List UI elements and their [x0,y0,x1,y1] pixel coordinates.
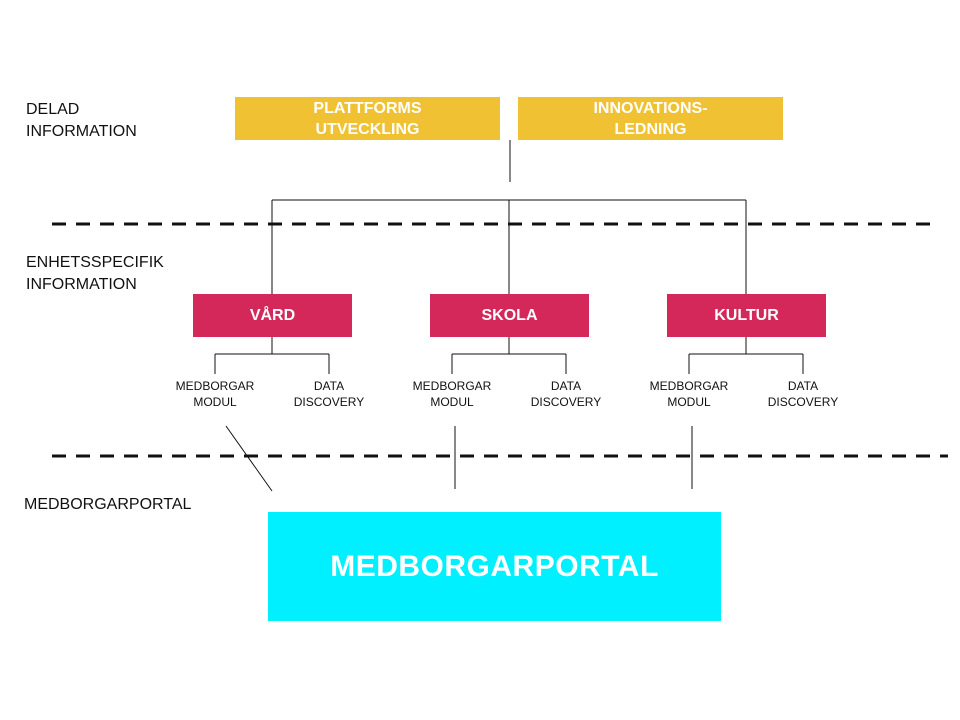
module-skola-datadiscovery: DATA DISCOVERY [530,379,602,409]
module-branch-vard [214,337,330,374]
module-vard-datadiscovery: DATA DISCOVERY [293,379,365,409]
shared-box-innovations: INNOVATIONS- LEDNING [518,97,783,140]
portal-link-vard [225,425,273,492]
layer-label-portal: MEDBORGARPORTAL [24,496,192,513]
layer-label-unit: ENHETSSPECIFIK INFORMATION [26,254,164,293]
unit-box-skola: SKOLA [430,294,589,337]
portal-box: MEDBORGARPORTAL [268,512,721,621]
module-branch-skola [451,337,567,374]
unit-box-kultur: KULTUR [667,294,826,337]
shared-box-plattforms: PLATTFORMS UTVECKLING [235,97,500,140]
module-kultur-datadiscovery: DATA DISCOVERY [767,379,839,409]
layer-label-shared: DELAD INFORMATION [26,101,137,140]
module-vard-medborgar: MEDBORGAR MODUL [175,379,255,409]
module-kultur-medborgar: MEDBORGAR MODUL [649,379,729,409]
unit-box-vard: VÅRD [193,294,352,337]
module-branch-kultur [688,337,804,374]
module-skola-medborgar: MEDBORGAR MODUL [412,379,492,409]
